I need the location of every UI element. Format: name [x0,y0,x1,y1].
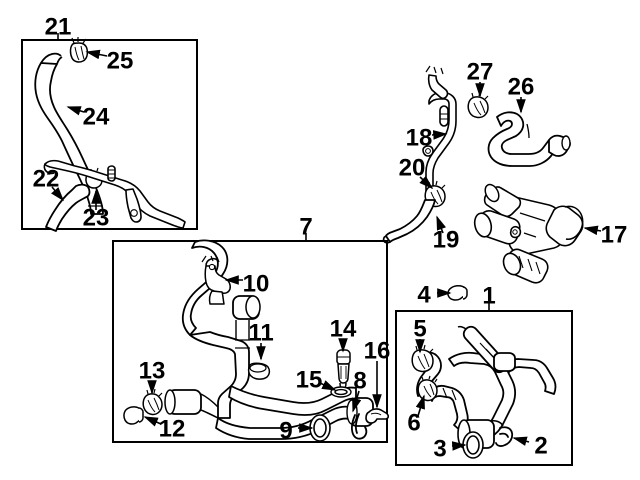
part-25-hose-clamp [69,37,89,63]
part-4-plug-cap [447,285,468,301]
callout-number-9: 9 [279,417,292,444]
part-6-hose-clamp [417,375,438,402]
part-9-o-ring [309,414,331,442]
part-11-seal-ring [247,362,271,380]
callout-number-16: 16 [364,337,391,364]
callout-number-14: 14 [330,315,357,342]
callout-number-10: 10 [243,270,270,297]
callout-number-6: 6 [407,409,420,436]
part-12-plug-cap [123,406,144,425]
part-5-hose-clamp [411,344,434,373]
callout-number-20: 20 [399,154,426,181]
group-boxes [21,39,573,466]
callout-number-17: 17 [601,221,628,248]
part-15-o-ring [330,386,352,398]
callout-number-18: 18 [406,124,433,151]
part-26-coolant-hose [487,111,571,167]
part-19-coolant-hose [382,199,436,244]
callout-number-5: 5 [413,315,426,342]
group-label-21: 21 [45,13,72,40]
callout-number-23: 23 [83,204,110,231]
part-14-temperature-sensor [336,349,351,391]
callout-number-24: 24 [83,103,110,130]
callout-number-15: 15 [296,366,323,393]
callout-number-13: 13 [139,357,166,384]
part-22-small-hose [45,183,91,232]
callout-number-2: 2 [534,432,547,459]
callout-number-3: 3 [433,435,446,462]
part-16-retaining-clip [365,408,390,424]
callout-number-26: 26 [508,73,535,100]
part-metal-pipe-assembly [43,159,186,229]
callout-number-19: 19 [433,226,460,253]
group-leaders [57,33,490,311]
group-labels: 21 7 1 [45,13,496,309]
part-2-spring-clip [495,426,514,447]
callout-number-27: 27 [467,58,494,85]
callout-number-25: 25 [107,47,134,74]
group-box-21 [21,39,198,230]
group-box-1 [395,310,573,466]
callout-number-4: 4 [417,281,431,308]
group-label-7: 7 [299,213,312,240]
part-8-spring-clip [351,413,368,440]
part-3-o-ring [462,431,484,459]
group-label-1: 1 [482,282,495,309]
callout-number-22: 22 [33,165,60,192]
group-box-7 [112,240,388,443]
part-10-retaining-clip [201,255,231,305]
callout-number-11: 11 [248,319,273,346]
part-17-thermostat-housing [473,183,584,284]
callout-number-12: 12 [159,415,186,442]
callout-leaders [51,49,602,451]
callout-number-8: 8 [353,367,366,394]
